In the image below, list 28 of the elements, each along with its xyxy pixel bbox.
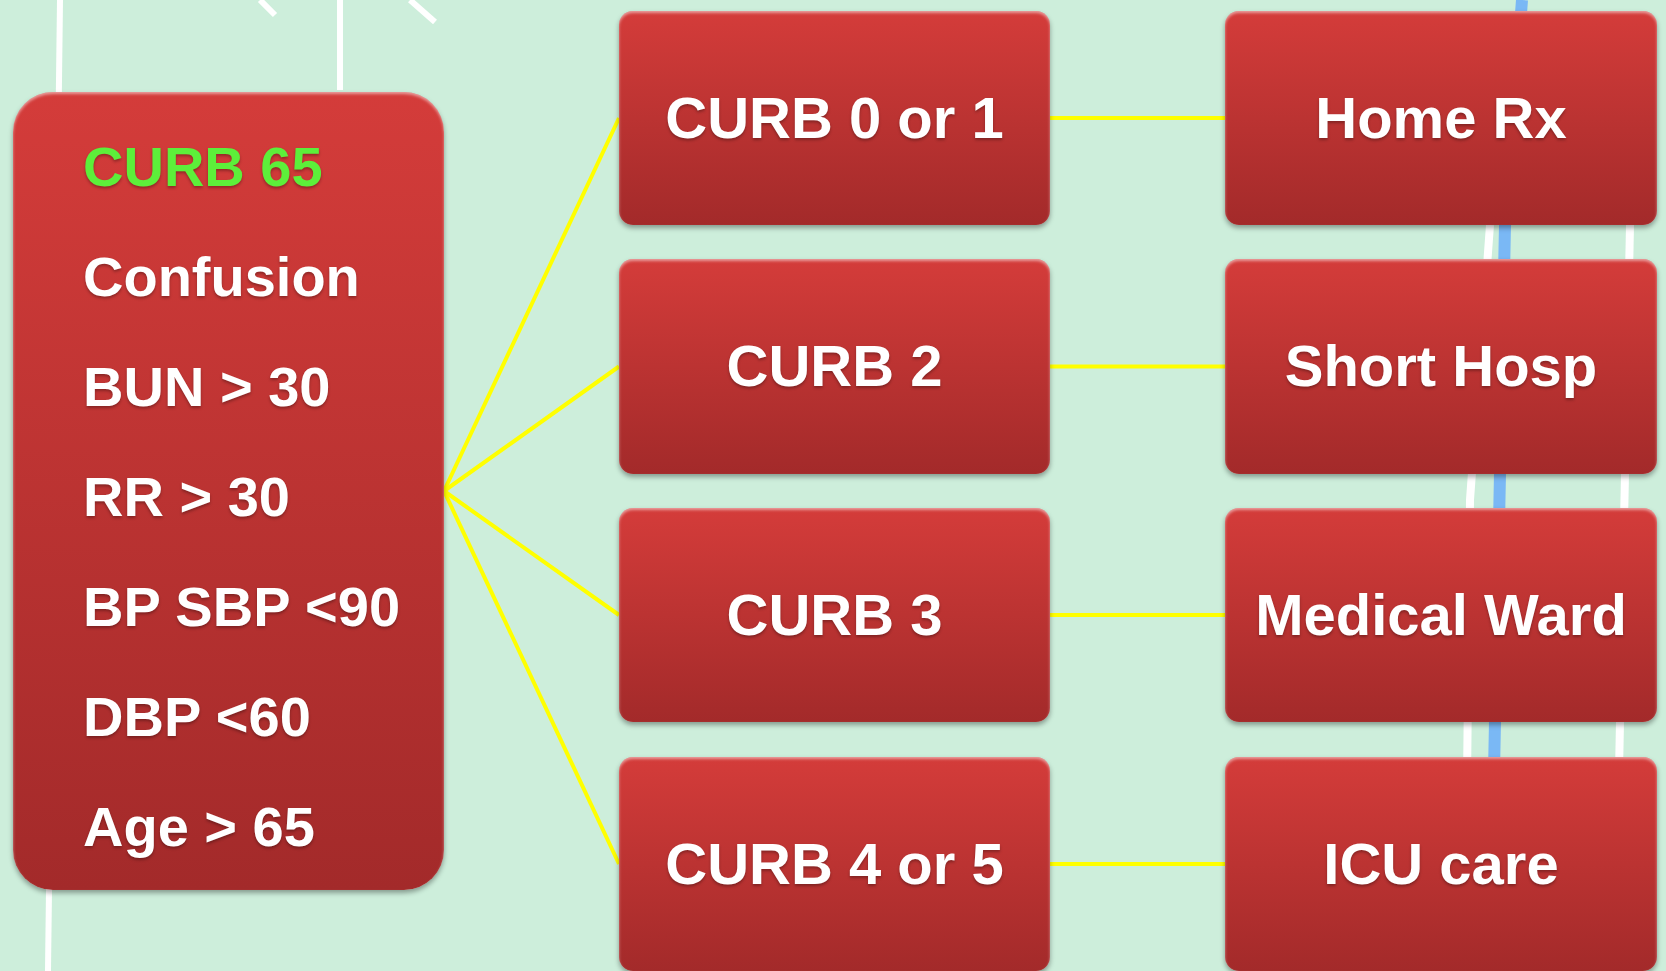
box-heading: CURB 65 [83,134,323,200]
connector-line [1050,613,1225,617]
box-text: BUN > 30 [83,354,331,420]
box-text: DBP <60 [83,684,311,750]
box-text: CURB 2 [726,332,943,401]
box-text: Medical Ward [1255,580,1627,649]
box-text: CURB 3 [726,580,943,649]
process-box [619,11,1050,225]
box-text: RR > 30 [83,464,290,530]
process-box [1225,508,1657,722]
criteria-box [13,92,444,890]
process-box [1225,757,1657,971]
box-text: Home Rx [1315,83,1567,152]
box-text: CURB 4 or 5 [665,829,1004,898]
box-text: ICU care [1323,829,1559,898]
box-text: Short Hosp [1284,332,1598,401]
process-box [619,757,1050,971]
connector-line [1050,862,1225,866]
box-text: Confusion [83,244,360,310]
process-box [1225,11,1657,225]
process-box [619,508,1050,722]
box-text: CURB 0 or 1 [665,83,1004,152]
connector-line [1050,116,1225,120]
box-text: Age > 65 [83,794,315,860]
connector-line [1050,364,1225,369]
box-text: BP SBP <90 [83,574,401,640]
process-box [1225,259,1657,474]
process-box [619,259,1050,474]
